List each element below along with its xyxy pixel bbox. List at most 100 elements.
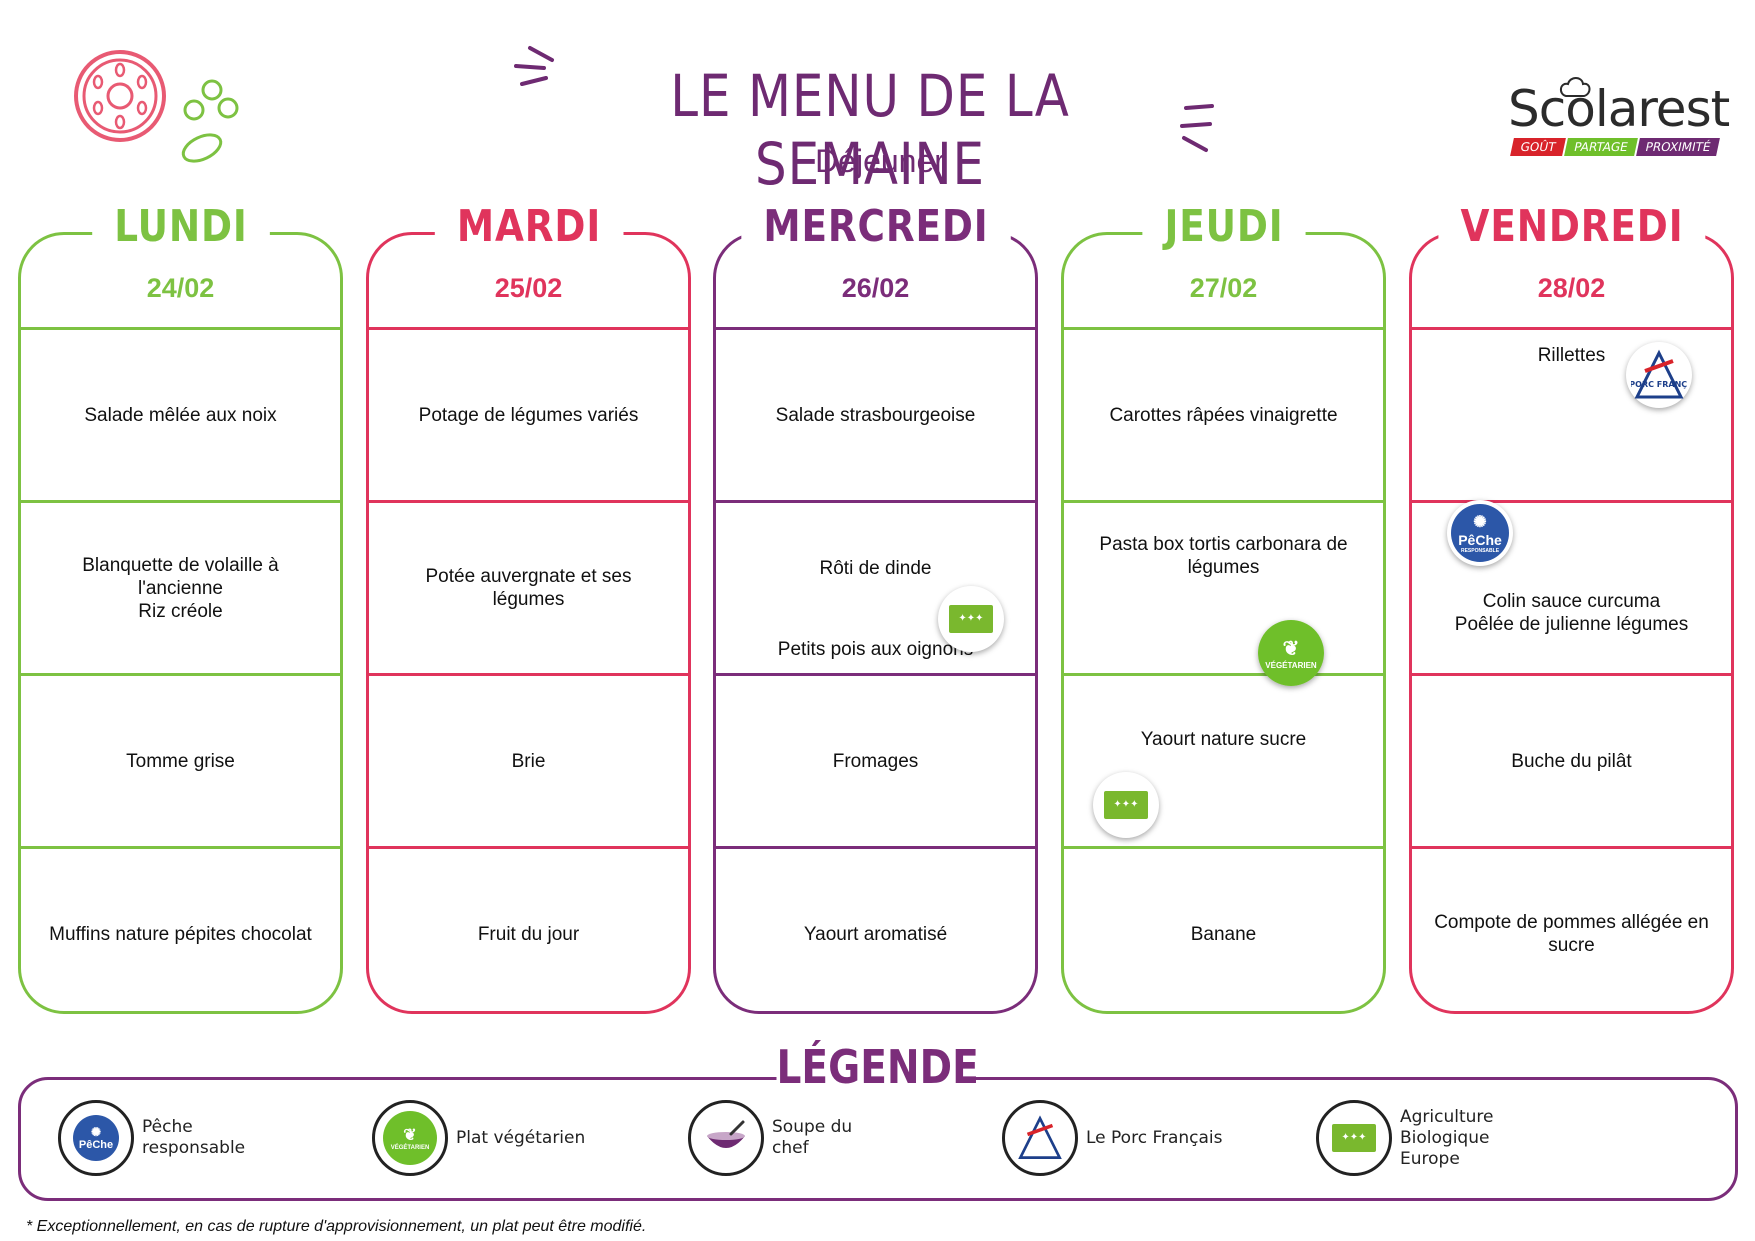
meal-line: Blanquette de volaille à l'ancienne: [82, 554, 279, 599]
porc-francais-badge: LE PORC FRANÇAIS: [1626, 342, 1692, 408]
row-divider: [369, 327, 688, 330]
row-divider: [1412, 673, 1731, 676]
day-name: LUNDI: [91, 201, 270, 252]
legend-title: LÉGENDE: [776, 1040, 979, 1094]
meal-line: Muffins nature pépites chocolat: [49, 923, 312, 945]
legend-item-peche: ✺PêChe Pêche responsable: [58, 1100, 292, 1176]
legend-item-porc: Le Porc Français: [1002, 1100, 1256, 1176]
meal-line: Rillettes: [1537, 345, 1606, 366]
legend-label: Pêche responsable: [142, 1117, 246, 1158]
meal-cell: Fruit du jour: [369, 849, 688, 1019]
legend-item-soupe: Soupe du chef: [688, 1100, 862, 1176]
row-divider: [369, 846, 688, 849]
legend-vegetarien-circle: ❦VÉGÉTARIEN: [372, 1100, 448, 1176]
plat-vegetarien-icon: ❦VÉGÉTARIEN: [383, 1111, 437, 1165]
row-divider: [716, 327, 1035, 330]
row-divider: [1412, 500, 1731, 503]
legend-label: Le Porc Français: [1086, 1127, 1223, 1148]
meal-cell: Rillettes: [1412, 330, 1731, 500]
footnote: * Exceptionnellement, en cas de rupture …: [26, 1218, 647, 1235]
meal-line: Salade strasbourgeoise: [775, 404, 976, 426]
day-name: MARDI: [434, 201, 623, 252]
meal-cell: Banane: [1064, 849, 1383, 1019]
row-divider: [21, 846, 340, 849]
meal-cell: Muffins nature pépites chocolat: [21, 849, 340, 1019]
row-divider: [1064, 846, 1383, 849]
peas-icon: [181, 79, 239, 163]
meal-line: Potée auvergnate et ses légumes: [425, 566, 632, 610]
meal-line: Poêlée de julienne légumes: [1454, 614, 1689, 635]
meal-cell: Brie: [369, 676, 688, 846]
title-dash-left-icon: [514, 46, 554, 86]
meal-cell: Potage de légumes variés: [369, 330, 688, 500]
bio-badge-jeudi: ✦✦✦: [1093, 772, 1159, 838]
tagline-gout: GOÛT: [1510, 138, 1566, 156]
legend-porc-circle: [1002, 1100, 1078, 1176]
meal-cell: Fromages: [716, 676, 1035, 846]
day-name: VENDREDI: [1437, 201, 1706, 252]
peche-responsable-icon: ✺PêChe: [73, 1115, 119, 1161]
meal-cell: Carottes râpées vinaigrette: [1064, 330, 1383, 500]
day-name: MERCREDI: [740, 201, 1011, 252]
row-divider: [1064, 327, 1383, 330]
row-divider: [1064, 673, 1383, 676]
meal-cell: Compote de pommes allégée en sucre: [1412, 849, 1731, 1019]
legend-peche-circle: ✺PêChe: [58, 1100, 134, 1176]
agriculture-bio-icon: ✦✦✦: [1104, 791, 1148, 819]
day-date: 25/02: [494, 273, 563, 303]
meal-cell: Yaourt aromatisé: [716, 849, 1035, 1019]
meal-line: Pasta box tortis carbonara de légumes: [1099, 534, 1348, 578]
meal-cell: Potée auvergnate et ses légumes: [369, 503, 688, 673]
legend-label: Soupe du chef: [772, 1117, 853, 1158]
meal-line: Tomme grise: [126, 750, 235, 772]
peche-badge-text: PêChe: [1458, 532, 1502, 548]
legend-label: Plat végétarien: [456, 1127, 586, 1148]
legend-soupe-circle: [688, 1100, 764, 1176]
legend-label: Agriculture Biologique Europe: [1400, 1106, 1494, 1169]
meal-line: Petits pois aux oignons: [777, 639, 974, 660]
row-divider: [716, 846, 1035, 849]
row-divider: [21, 327, 340, 330]
veg-badge-text: VÉGÉTARIEN: [1265, 661, 1317, 670]
soupe-du-chef-icon: [707, 1120, 745, 1148]
tagline-proximite: PROXIMITÉ: [1636, 138, 1720, 156]
row-divider: [21, 673, 340, 676]
day-date: 24/02: [146, 273, 215, 303]
meal-line: Yaourt aromatisé: [803, 923, 948, 945]
agriculture-bio-icon: ✦✦✦: [949, 605, 993, 633]
page-subtitle: Déjeuner: [815, 143, 945, 179]
agriculture-bio-icon: ✦✦✦: [1332, 1124, 1376, 1152]
plat-vegetarien-icon: ❦VÉGÉTARIEN: [1258, 620, 1324, 686]
row-divider: [1412, 846, 1731, 849]
row-divider: [21, 500, 340, 503]
meal-line: Salade mêlée aux noix: [84, 404, 277, 426]
row-divider: [369, 500, 688, 503]
logo-tagline: GOÛT PARTAGE PROXIMITÉ: [1510, 138, 1720, 156]
day-name: JEUDI: [1141, 201, 1306, 252]
vegetarien-badge-jeudi: ❦VÉGÉTARIEN: [1258, 620, 1324, 686]
row-divider: [716, 500, 1035, 503]
day-date: 26/02: [841, 273, 910, 303]
peche-badge-sub: RESPONSABLE: [1460, 548, 1500, 554]
tomato-slice-icon: [74, 50, 166, 142]
meal-line: Potage de légumes variés: [418, 404, 639, 426]
day-date: 28/02: [1537, 273, 1606, 303]
meal-cell: Salade strasbourgeoise: [716, 330, 1035, 500]
scolarest-logo: Scolarest: [1508, 80, 1730, 138]
meal-cell: Tomme grise: [21, 676, 340, 846]
meal-line: Carottes râpées vinaigrette: [1109, 404, 1338, 426]
legend-item-vegetarien: ❦VÉGÉTARIEN Plat végétarien: [372, 1100, 606, 1176]
meal-line: Rôti de dinde: [819, 558, 932, 579]
legend-bio-circle: ✦✦✦: [1316, 1100, 1392, 1176]
meal-line: Compote de pommes allégée en sucre: [1434, 912, 1709, 956]
porc-badge-text: LE PORC FRANÇAIS: [1631, 380, 1687, 389]
meal-line: Fruit du jour: [477, 923, 580, 945]
row-divider: [716, 673, 1035, 676]
row-divider: [1064, 500, 1383, 503]
